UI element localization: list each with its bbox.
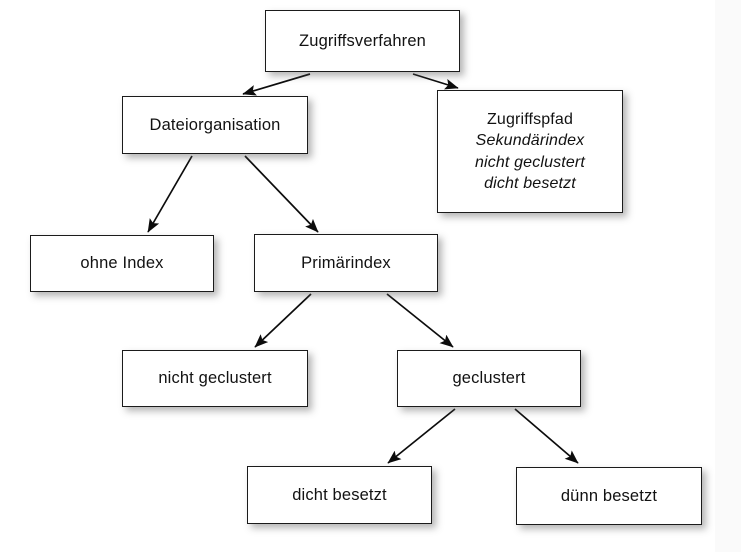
node-dicht-besetzt[interactable]: dicht besetzt [247, 466, 432, 524]
edge-dateiorganisation-to-ohne-index [147, 155, 193, 233]
node-dicht-besetzt-line-1: dicht besetzt [292, 485, 387, 504]
node-dateiorganisation-line-1: Dateiorganisation [149, 115, 281, 134]
edge-zugriffsverfahren-to-zugriffspfad [412, 73, 459, 90]
edge-primaerindex-to-geclustert [386, 293, 454, 348]
node-nicht-geclustert[interactable]: nicht geclustert [122, 350, 308, 407]
edge-primaerindex-to-nicht-geclustert [254, 293, 312, 348]
node-primaerindex[interactable]: Primärindex [254, 234, 438, 292]
edge-dateiorganisation-to-primaerindex [244, 155, 319, 233]
node-geclustert-line-1: geclustert [452, 369, 526, 388]
edge-geclustert-to-duenn-besetzt [514, 408, 579, 464]
node-nicht-geclustert-line-1: nicht geclustert [158, 369, 272, 388]
node-duenn-besetzt[interactable]: dünn besetzt [516, 467, 702, 525]
node-dateiorganisation[interactable]: Dateiorganisation [122, 96, 308, 154]
node-zugriffspfad-line-3: nicht geclustert [474, 153, 585, 171]
node-zugriffsverfahren-line-1: Zugriffsverfahren [299, 31, 426, 50]
edge-geclustert-to-dicht-besetzt [387, 408, 456, 464]
node-zugriffspfad-line-2: Sekundärindex [475, 132, 585, 150]
node-zugriffspfad-line-1: Zugriffspfad [487, 110, 573, 128]
node-duenn-besetzt-line-1: dünn besetzt [560, 486, 658, 505]
right-margin-strip [715, 0, 741, 552]
node-primaerindex-line-1: Primärindex [301, 253, 391, 272]
node-zugriffsverfahren[interactable]: Zugriffsverfahren [265, 10, 460, 72]
node-zugriffspfad-line-4: dicht besetzt [484, 174, 576, 192]
node-ohne-index-line-1: ohne Index [80, 254, 164, 273]
node-geclustert[interactable]: geclustert [397, 350, 581, 407]
edge-zugriffsverfahren-to-dateiorganisation [242, 73, 311, 96]
node-ohne-index[interactable]: ohne Index [30, 235, 214, 292]
